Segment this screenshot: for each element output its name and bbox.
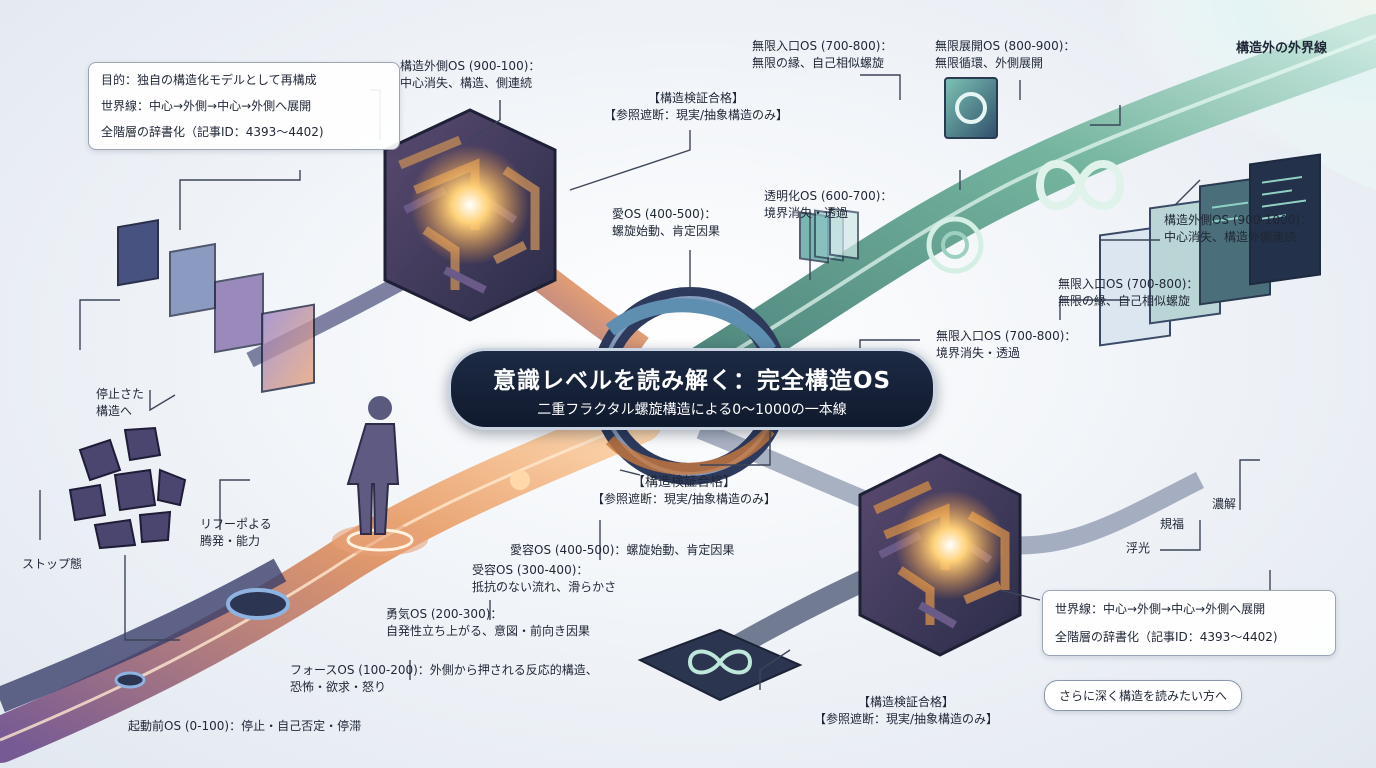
- info-row-purpose: 目的：独自の構造化モデルとして再構成: [101, 73, 317, 87]
- info-box-bottom-right: 世界線：中心→外側→中心→外側へ展開 全階層の辞書化（記事ID：4393〜440…: [1042, 590, 1336, 656]
- label-line: 無限展開OS (800-900)：: [935, 39, 1076, 53]
- label-line: 境界消失・透過: [764, 206, 849, 220]
- label-line: 無限の縁、自己相似螺旋: [752, 56, 885, 70]
- label-reframe: リフーポよる腾発・能力: [200, 516, 272, 550]
- label-line: 【参照遮断：現実/抽象構造のみ】: [592, 492, 777, 506]
- label-line: 愛OS (400-500)：: [612, 207, 717, 221]
- label-line: 抵抗のない流れ、滑らかさ: [472, 580, 617, 594]
- label-verify-mid: 【構造検証合格】【参照遮断：現実/抽象構造のみ】: [592, 474, 776, 508]
- label-line: 構造外側OS (900-1000)：: [1164, 213, 1313, 227]
- info-row-worldline: 世界線：中心→外側→中心→外側へ展開: [1055, 602, 1266, 616]
- label-love-top: 愛OS (400-500)： 螺旋始動、肯定因果: [612, 206, 720, 240]
- label-bliss: 規福: [1160, 516, 1184, 533]
- label-outer-os-right: 構造外側OS (900-1000)： 中心消失、構造外側連続: [1164, 212, 1312, 246]
- label-line: 無限の縁、自己相似螺旋: [1058, 294, 1191, 308]
- label-line: 濃解: [1212, 497, 1237, 511]
- label-line: 無限入口OS (700-800)：: [1058, 277, 1199, 291]
- label-line: 螺旋始動、肯定因果: [612, 224, 721, 238]
- label-line: 境界消失・透過: [936, 346, 1021, 360]
- label-line: 構造外側OS (900-100)：: [400, 59, 541, 73]
- label-line: 受容OS (300-400)：: [472, 563, 589, 577]
- label-line: 中心消失、構造外側連続: [1164, 230, 1297, 244]
- label-line: 規福: [1160, 517, 1185, 531]
- label-dissolve: 濃解: [1212, 496, 1236, 513]
- label-line: 構造へ: [96, 404, 133, 418]
- label-line: 中心消失、構造、側連続: [400, 76, 533, 90]
- label-line: 腾発・能力: [200, 534, 261, 548]
- page-subtitle: 二重フラクタル螺旋構造による0〜1000の一本線: [537, 402, 847, 418]
- label-infinite-entry-right: 無限入口OS (700-800)： 無限の縁、自己相似螺旋: [1058, 276, 1198, 310]
- read-more-button[interactable]: さらに深く構造を読みたい方へ: [1044, 680, 1243, 711]
- corner-label-outer-worldline: 構造外の外界線: [1236, 41, 1328, 56]
- label-line: リフーポよる: [200, 517, 272, 531]
- label-verify-top: 【構造検証合格】【参照遮断：現実/抽象構造のみ】: [604, 90, 788, 124]
- label-pre-start: 起動前OS (0-100)：停止・自己否定・停滞: [128, 718, 361, 735]
- label-transparency: 透明化OS (600-700)： 境界消失・透過: [764, 188, 892, 222]
- label-verify-bottom: 【構造検証合格】【参照遮断：現実/抽象構造のみ】: [814, 694, 998, 728]
- label-line: 【構造検証合格】: [632, 475, 737, 490]
- label-infinite-expand: 無限展開OS (800-900)： 無限循環、外側展開: [935, 38, 1075, 72]
- info-row-worldline: 世界線：中心→外側→中心→外側へ展開: [101, 99, 312, 113]
- info-row-dictionary: 全階層の辞書化（記事ID：4393〜4402): [101, 125, 324, 139]
- label-line: 無限循環、外側展開: [935, 56, 1044, 70]
- label-line: 起動前OS (0-100)：停止・自己否定・停滞: [128, 719, 362, 733]
- label-love-mid: 愛容OS (400-500)：螺旋始動、肯定因果: [510, 542, 734, 559]
- info-box-top-left: 目的：独自の構造化モデルとして再構成 世界線：中心→外側→中心→外側へ展開 全階…: [88, 62, 400, 150]
- label-outer-os-top: 構造外側OS (900-100)： 中心消失、構造、側連続: [400, 58, 540, 92]
- label-stop-state: ストップ態: [22, 556, 82, 573]
- title-banner: 意識レベルを読み解く：完全構造OS 二重フラクタル螺旋構造による0〜1000の一…: [448, 348, 936, 430]
- page-title: 意識レベルを読み解く：完全構造OS: [492, 368, 892, 394]
- label-line: 浮光: [1126, 541, 1151, 555]
- label-line: 愛容OS (400-500)：螺旋始動、肯定因果: [510, 543, 735, 557]
- label-line: 自発性立ち上がる、意図・前向き因果: [386, 624, 591, 638]
- label-force: フォースOS (100-200)：外側から押される反応的構造、恐怖・欲求・怒り: [290, 662, 598, 696]
- label-line: 【参照遮断：現実/抽象構造のみ】: [604, 108, 789, 122]
- label-line: フォースOS (100-200)：外側から押される反応的構造、: [290, 663, 598, 677]
- label-courage: 勇気OS (200-300)： 自発性立ち上がる、意図・前向き因果: [386, 606, 590, 640]
- label-line: 停止さた: [96, 387, 145, 401]
- label-line: 無限入口OS (700-800)：: [936, 329, 1077, 343]
- label-float-light: 浮光: [1126, 540, 1150, 557]
- label-line: 恐怖・欲求・怒り: [290, 680, 387, 694]
- label-line: 【構造検証合格】: [858, 695, 955, 709]
- label-line: 【構造検証合格】: [648, 91, 745, 105]
- label-infinite-entry-mid: 無限入口OS (700-800)： 境界消失・透過: [936, 328, 1076, 362]
- label-line: 無限入口OS (700-800)：: [752, 39, 893, 53]
- label-infinite-entry-top: 無限入口OS (700-800)： 無限の縁、自己相似螺旋: [752, 38, 892, 72]
- label-line: ストップ態: [22, 557, 83, 571]
- label-line: 【参照遮断：現実/抽象構造のみ】: [814, 712, 999, 726]
- label-stopped-structure: 停止さた構造へ: [96, 386, 144, 420]
- info-row-dictionary: 全階層の辞書化（記事ID：4393〜4402): [1055, 630, 1278, 644]
- label-acceptance: 受容OS (300-400)： 抵抗のない流れ、滑らかさ: [472, 562, 616, 596]
- label-line: 透明化OS (600-700)：: [764, 189, 893, 203]
- label-line: 勇気OS (200-300)：: [386, 607, 503, 621]
